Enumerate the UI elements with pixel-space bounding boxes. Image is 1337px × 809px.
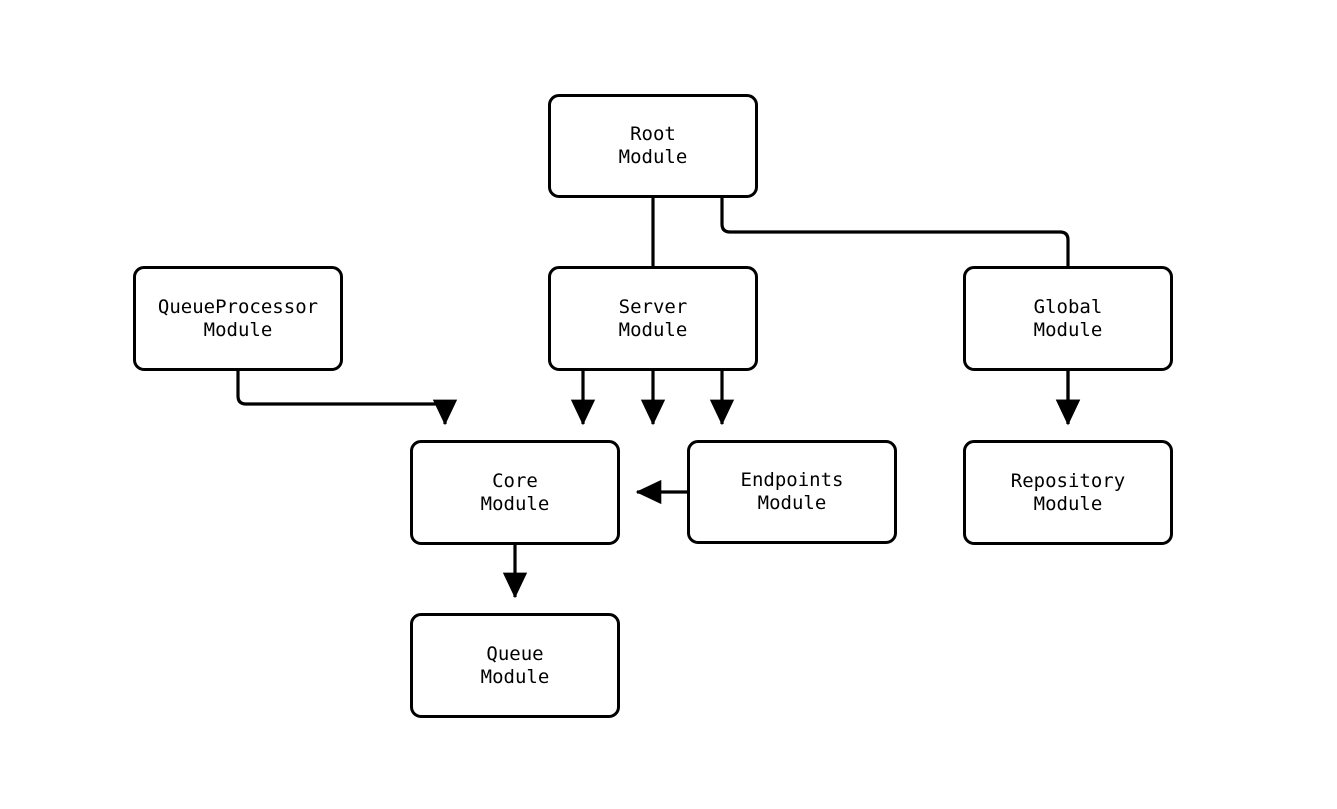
node-root-module-label: Root Module [618, 123, 688, 168]
node-core-module-label: Core Module [480, 469, 550, 515]
node-server-module[interactable]: Server Module [548, 266, 758, 371]
node-global-module-label: Global Module [1033, 295, 1103, 341]
node-queue-module-label: Queue Module [480, 642, 550, 688]
node-endpoints-module[interactable]: Endpoints Module [687, 440, 897, 544]
node-root-module[interactable]: Root Module [548, 94, 758, 198]
node-repository-module[interactable]: Repository Module [963, 440, 1173, 545]
edge-queueprocessor-to-core [236, 371, 458, 426]
node-queueprocessor-module[interactable]: QueueProcessor Module [133, 266, 343, 371]
node-endpoints-module-label: Endpoints Module [740, 469, 844, 514]
node-core-module[interactable]: Core Module [410, 440, 620, 545]
node-global-module[interactable]: Global Module [963, 266, 1173, 371]
node-server-module-label: Server Module [618, 295, 688, 341]
edge-root-to-global [720, 198, 1081, 426]
node-queueprocessor-module-label: QueueProcessor Module [157, 295, 319, 341]
node-repository-module-label: Repository Module [1010, 469, 1126, 515]
node-queue-module[interactable]: Queue Module [410, 613, 620, 718]
